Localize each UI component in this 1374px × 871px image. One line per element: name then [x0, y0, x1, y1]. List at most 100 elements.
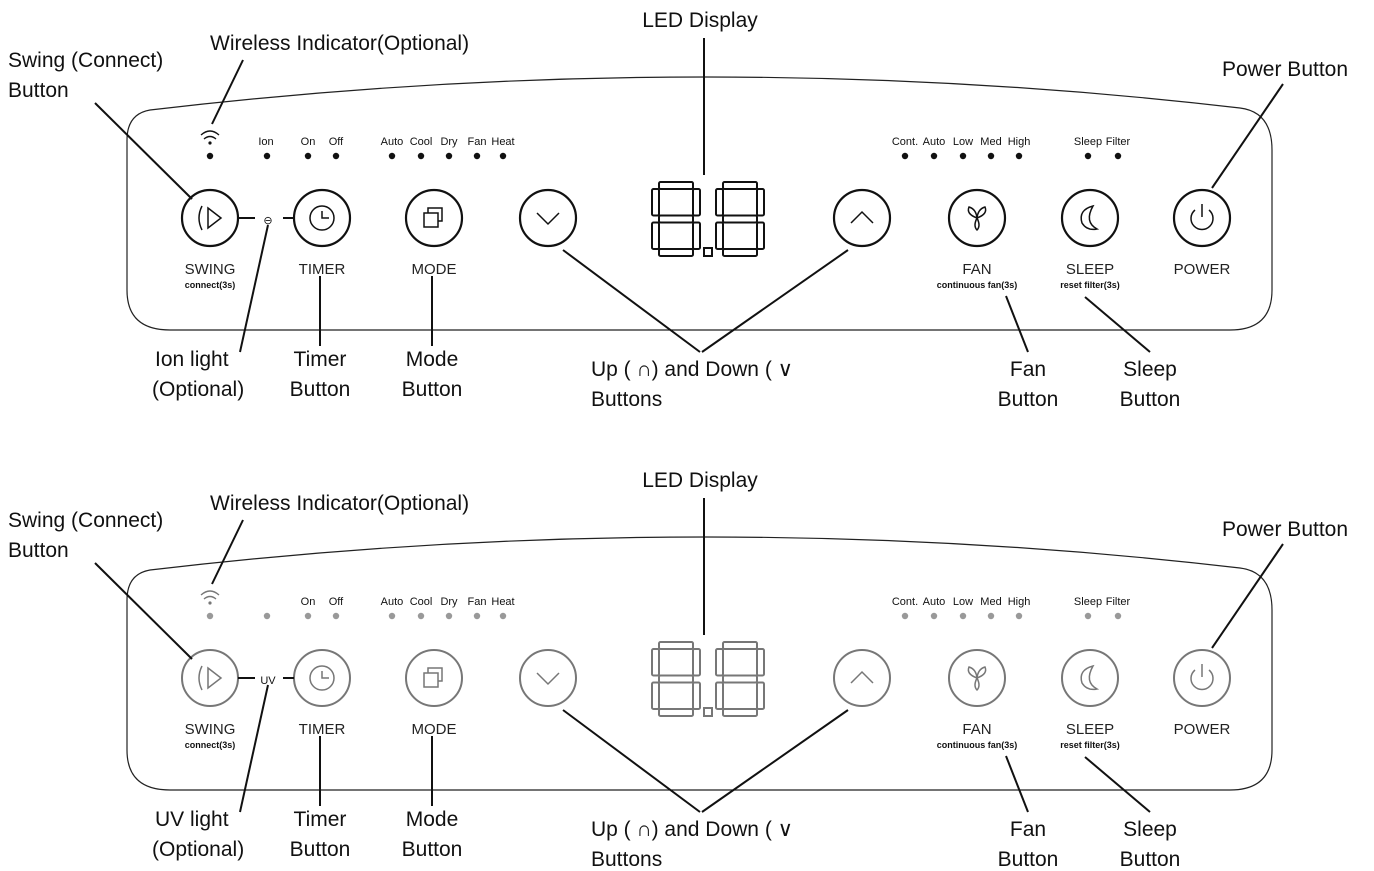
up-button[interactable]: [832, 188, 892, 248]
mode-button-label: MODE: [412, 261, 457, 278]
callout-led-display: LED Display: [642, 469, 758, 492]
fan-indicator-dot: [959, 612, 967, 620]
down-button-ring[interactable]: [519, 649, 577, 707]
callout-light-line2: (Optional): [152, 378, 244, 401]
led-display: [651, 641, 765, 717]
fan-button[interactable]: [948, 649, 1006, 707]
mode-indicator-dot: [417, 612, 425, 620]
fan-icon: [967, 666, 987, 692]
clock-hands: [321, 211, 329, 219]
down-button[interactable]: [518, 188, 578, 248]
sleep-indicator-label: Sleep: [1074, 596, 1102, 608]
down-button[interactable]: [519, 649, 577, 707]
led-digit-segment: [651, 681, 660, 710]
mode-indicator-label: Cool: [410, 136, 433, 148]
callout-light-line1: UV light: [155, 808, 229, 831]
panel-outline: [126, 536, 1273, 791]
sleep-button[interactable]: [1060, 188, 1120, 248]
down-button-ring[interactable]: [518, 188, 578, 248]
timer-indicator-label: On: [301, 136, 316, 148]
chevron-up-icon: [850, 670, 874, 684]
wifi-icon: [200, 130, 220, 145]
timer-button-label: TIMER: [299, 261, 346, 278]
led-digit-segment: [756, 221, 765, 250]
power-button[interactable]: [1172, 188, 1232, 248]
mode-button[interactable]: [404, 188, 464, 248]
up-button-ring[interactable]: [832, 188, 892, 248]
led-digit-segment: [715, 188, 724, 217]
timer-indicator-dot: [332, 152, 340, 160]
mode-button[interactable]: [405, 649, 463, 707]
fan-indicator-dot: [1015, 612, 1023, 620]
timer-button[interactable]: [293, 649, 351, 707]
up-button-ring[interactable]: [833, 649, 891, 707]
led-digit-segment: [722, 641, 758, 650]
callout-mode-line2: Button: [402, 838, 463, 861]
callout-timer-line1: Timer: [294, 808, 347, 831]
sleep-indicator-label: Sleep: [1074, 136, 1102, 148]
sleep-indicator-dot: [1084, 152, 1092, 160]
timer-indicator-label: Off: [329, 596, 344, 608]
sleep-indicator-dot: [1084, 612, 1092, 620]
wifi-arc: [203, 135, 217, 140]
mode-indicator-label: Fan: [468, 136, 487, 148]
callout-swing-line2: Button: [8, 79, 69, 102]
mode-indicator-dot: [499, 612, 507, 620]
fan-button-label: FAN: [962, 721, 991, 738]
sleep-button[interactable]: [1061, 649, 1119, 707]
callout-updown-line2: Buttons: [591, 848, 662, 871]
callout-line: [701, 249, 849, 353]
power-button-ring[interactable]: [1173, 649, 1231, 707]
mode-indicator-dot: [445, 152, 453, 160]
chevron-down-icon: [536, 212, 560, 226]
power-button-ring[interactable]: [1172, 188, 1232, 248]
mode-button-label: MODE: [412, 721, 457, 738]
mode-indicator-dot: [388, 612, 396, 620]
callout-sleep-line1: Sleep: [1123, 818, 1177, 841]
callout-line: [211, 519, 244, 585]
wifi-arc: [200, 130, 220, 136]
timer-button[interactable]: [292, 188, 352, 248]
swing-button-label: SWING: [185, 721, 236, 738]
chevron-up-shape: [850, 670, 874, 684]
fan-button-sublabel: continuous fan(3s): [937, 280, 1018, 290]
swing-button-sublabel: connect(3s): [185, 740, 236, 750]
mode-indicator-label: Fan: [468, 596, 487, 608]
power-arc: [1190, 669, 1214, 691]
led-digit-segment: [658, 708, 694, 717]
swing-button-sublabel: connect(3s): [185, 280, 236, 290]
callout-sleep-line1: Sleep: [1123, 358, 1177, 381]
callout-line: [239, 224, 269, 353]
ion-indicator-dot: [263, 612, 271, 620]
wifi-dot: [208, 141, 212, 145]
swing-button-label: SWING: [185, 261, 236, 278]
mode-icon-front: [423, 212, 439, 228]
callout-sleep-line2: Button: [1120, 848, 1181, 871]
fan-indicator-dot: [1015, 152, 1023, 160]
mode-indicator-dot: [473, 612, 481, 620]
callout-line: [1211, 83, 1284, 189]
mode-icon: [423, 207, 443, 228]
led-digit-segment: [692, 188, 701, 217]
timer-indicator-dot: [304, 152, 312, 160]
fan-button[interactable]: [947, 188, 1007, 248]
swing-icon-arc: [198, 205, 203, 231]
power-button[interactable]: [1173, 649, 1231, 707]
timer-indicator-label: Off: [329, 136, 344, 148]
led-digit-segment: [756, 648, 765, 677]
callout-timer-line1: Timer: [294, 348, 347, 371]
callout-power: Power Button: [1222, 518, 1348, 541]
light-symbol: UV: [260, 675, 276, 687]
wifi-arc: [200, 590, 220, 596]
fan-indicator-dot: [901, 152, 909, 160]
mode-icon: [423, 667, 443, 688]
up-button[interactable]: [833, 649, 891, 707]
led-decimal-point: [703, 707, 713, 717]
power-button-label: POWER: [1174, 261, 1231, 278]
callout-light-line2: (Optional): [152, 838, 244, 861]
clock-hands: [321, 671, 329, 679]
mode-indicator-dot: [388, 152, 396, 160]
mode-indicator-label: Cool: [410, 596, 433, 608]
callout-line: [701, 709, 849, 813]
